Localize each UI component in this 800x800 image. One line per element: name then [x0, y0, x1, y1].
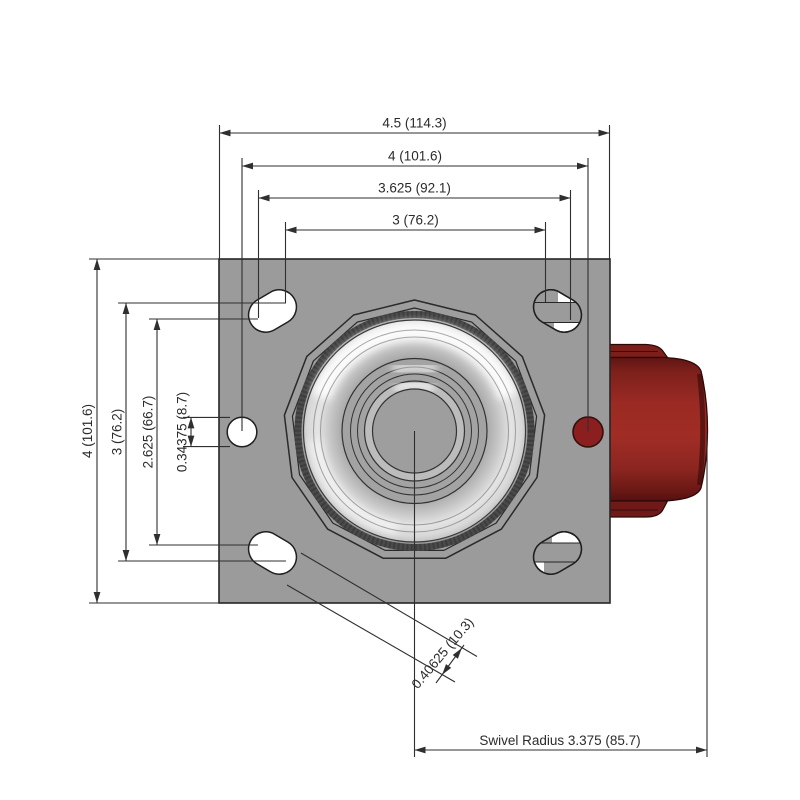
dim-label-3-top: 3 (76.2) [392, 213, 439, 228]
wheel [608, 343, 709, 518]
swivel-bearing [283, 299, 546, 559]
wheel-edge-shadow [697, 373, 706, 486]
wheel-body [608, 356, 709, 502]
wheel-bottom-step [608, 500, 669, 518]
torus-highlight-bottom-left [308, 438, 399, 536]
bearing-knurled-texture [294, 311, 535, 551]
dim-label-3-625: 3.625 (92.1) [378, 181, 451, 196]
cone-highlight [390, 360, 439, 378]
slot-width-arrows [442, 648, 462, 675]
dim-label-slot-width: 0.40625 (10.3) [409, 615, 477, 692]
wheel-top-step [608, 343, 669, 359]
dimension-lines [93, 129, 707, 754]
dim-label-3-left: 3 (76.2) [110, 409, 125, 456]
slot-bottom-left [247, 531, 298, 575]
slot-top-left [247, 289, 298, 333]
dim-label-4-left: 4 (101.6) [80, 404, 95, 458]
bearing-torus [303, 320, 526, 542]
torus-highlight-top [311, 320, 518, 401]
dim-label-4-5: 4.5 (114.3) [382, 116, 446, 131]
dim-label-hole-dia: 0.34375 (8.7) [175, 392, 190, 472]
boss-highlight [393, 381, 436, 393]
dim-label-2-625: 2.625 (66.7) [141, 396, 156, 469]
dim-label-4-top: 4 (101.6) [388, 149, 442, 164]
dim-label-swivel-radius: Swivel Radius 3.375 (85.7) [479, 733, 640, 748]
